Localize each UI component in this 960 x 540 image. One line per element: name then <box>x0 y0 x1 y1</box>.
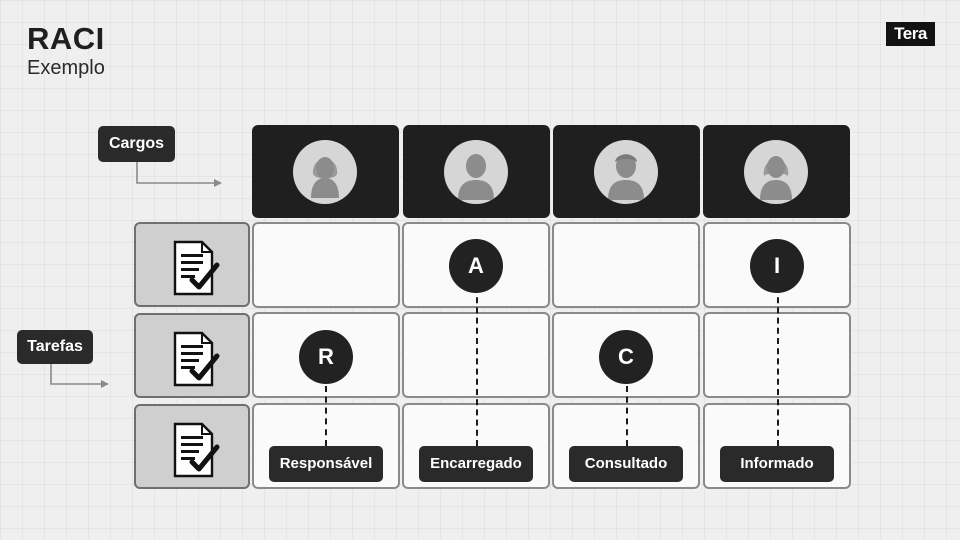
raci-letter-r: R <box>299 330 353 384</box>
role-header-4 <box>703 125 850 218</box>
role-header-1 <box>252 125 399 218</box>
roles-arrow <box>136 162 222 187</box>
tasks-arrow <box>50 364 109 388</box>
label-responsavel: Responsável <box>269 446 383 482</box>
document-check-icon <box>173 240 220 296</box>
roles-tag: Cargos <box>98 126 175 162</box>
document-check-icon <box>173 422 220 478</box>
connector-r <box>325 386 327 446</box>
document-check-icon <box>173 331 220 387</box>
raci-letter-c: C <box>599 330 653 384</box>
page-title: RACI <box>27 21 105 56</box>
person-female-icon <box>744 140 808 204</box>
brand-logo: Tera <box>886 22 935 46</box>
label-informado: Informado <box>720 446 834 482</box>
person-female-icon <box>293 140 357 204</box>
connector-i <box>777 287 779 446</box>
role-header-3 <box>553 125 700 218</box>
connector-c <box>626 386 628 446</box>
tasks-tag: Tarefas <box>17 330 93 364</box>
person-male-icon <box>444 140 508 204</box>
raci-letter-i: I <box>750 239 804 293</box>
role-header-2 <box>403 125 550 218</box>
person-male-icon <box>594 140 658 204</box>
task-row-1-icon-cell <box>134 222 250 307</box>
connector-a <box>476 287 478 446</box>
label-consultado: Consultado <box>569 446 683 482</box>
matrix-cell <box>552 222 700 308</box>
matrix-cell <box>252 222 400 308</box>
raci-letter-a: A <box>449 239 503 293</box>
task-row-2-icon-cell <box>134 313 250 398</box>
page-subtitle: Exemplo <box>27 57 105 79</box>
task-row-3-icon-cell <box>134 404 250 489</box>
label-encarregado: Encarregado <box>419 446 533 482</box>
